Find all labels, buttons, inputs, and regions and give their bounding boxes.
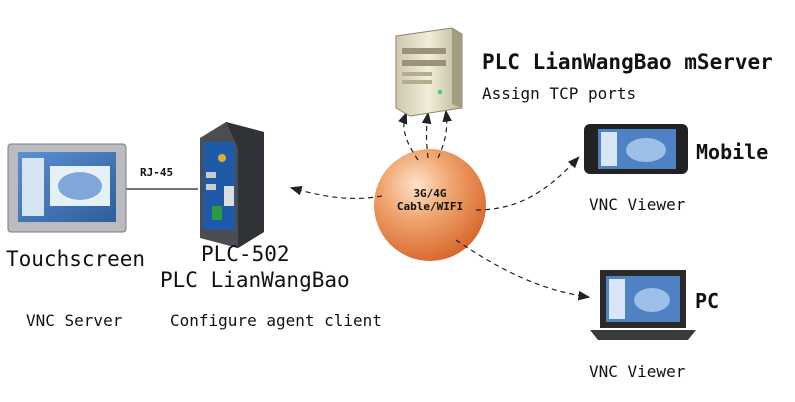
mobile-title: Mobile xyxy=(696,140,769,164)
server-subtitle: Assign TCP ports xyxy=(482,84,637,103)
network-line2: Cable/WIFI xyxy=(396,200,464,213)
pc-role: VNC Viewer xyxy=(589,362,686,381)
rj45-label: RJ-45 xyxy=(140,166,174,179)
mobile-phone-icon xyxy=(584,124,688,174)
arrow-to-pc xyxy=(455,239,591,301)
arrow-to-server-3 xyxy=(437,109,452,159)
plc-role: Configure agent client xyxy=(170,311,382,330)
network-globe-icon xyxy=(374,149,486,261)
server-icon xyxy=(395,27,463,117)
plc-device-icon xyxy=(200,122,264,248)
arrow-to-plc xyxy=(289,186,383,200)
arrow-to-server-1 xyxy=(398,111,419,161)
plc-name: PLC LianWangBao xyxy=(160,268,350,292)
laptop-icon xyxy=(590,270,696,340)
plc-model: PLC-502 xyxy=(201,242,290,266)
server-title: PLC LianWangBao mServer xyxy=(482,50,773,74)
pc-title: PC xyxy=(695,289,720,313)
touchscreen-title: Touchscreen xyxy=(6,247,146,271)
network-line1: 3G/4G xyxy=(413,187,447,200)
mobile-role: VNC Viewer xyxy=(589,195,686,214)
arrow-to-mobile xyxy=(475,156,580,211)
touchscreen-icon xyxy=(7,143,127,233)
touchscreen-role: VNC Server xyxy=(26,311,123,330)
arrow-to-server-2 xyxy=(421,111,432,159)
